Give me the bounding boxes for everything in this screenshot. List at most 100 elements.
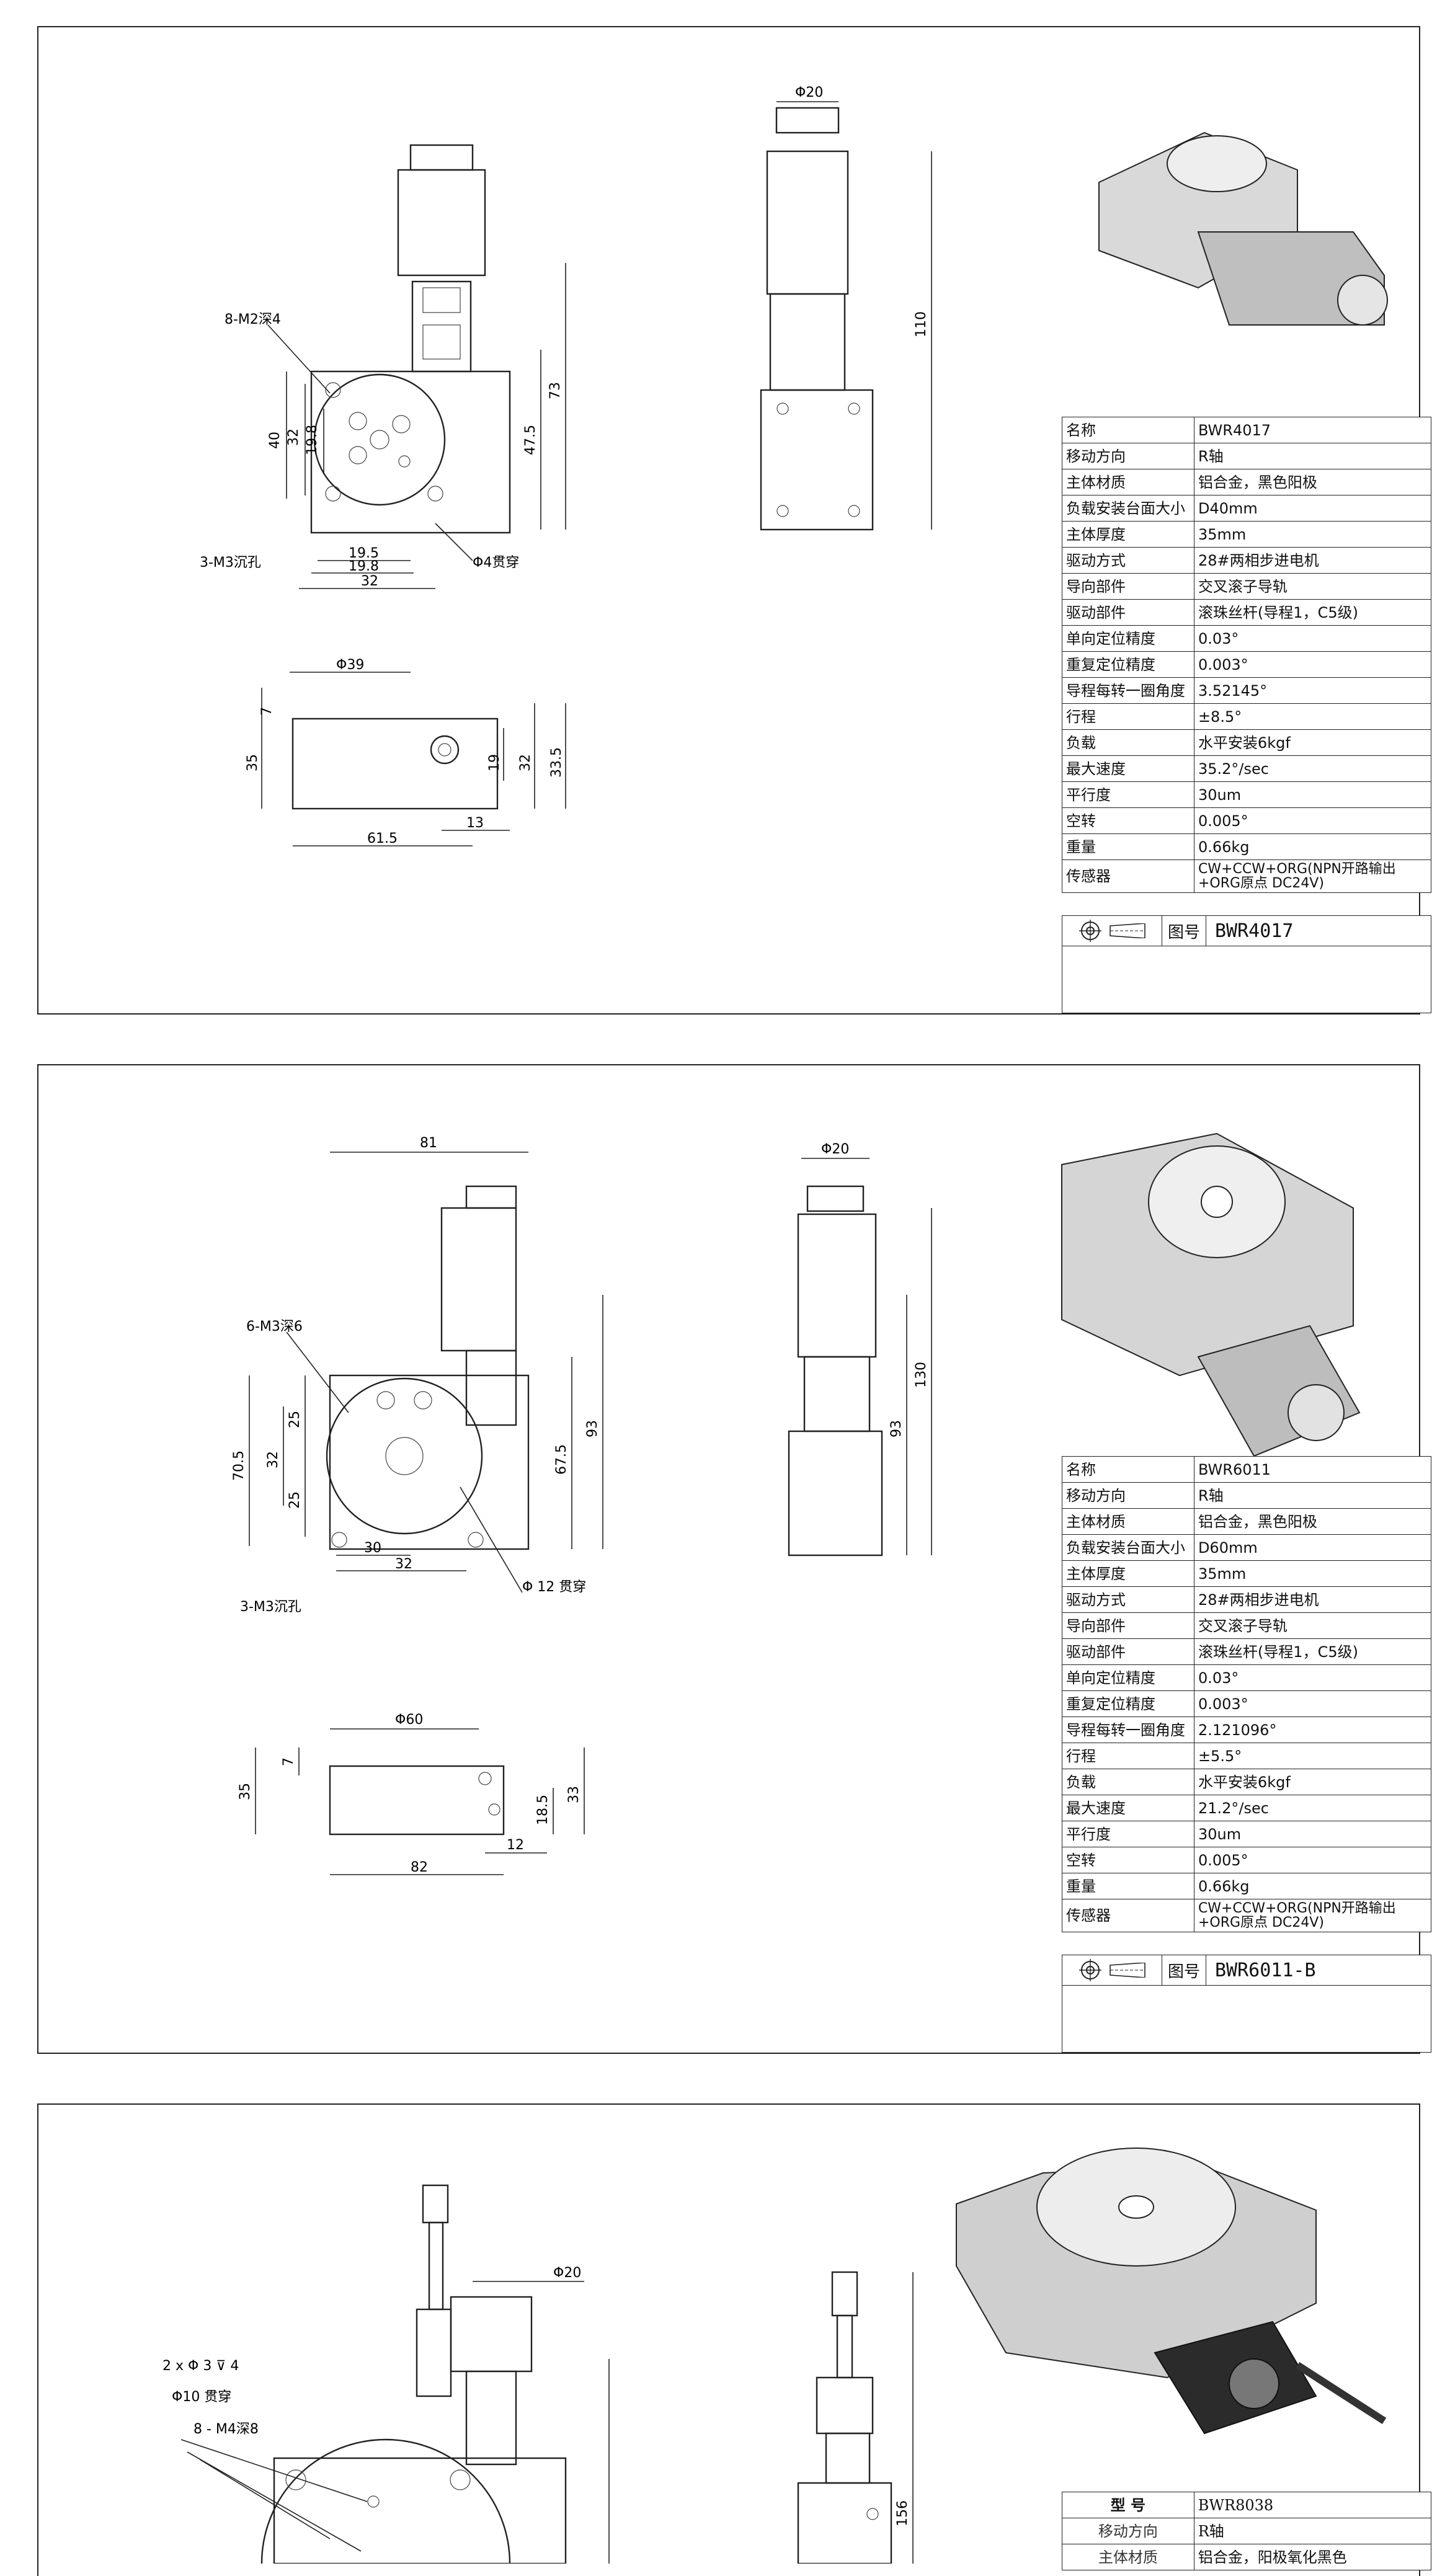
spec-value: D40mm [1193, 495, 1432, 522]
spec-value: 0.03° [1193, 1664, 1432, 1691]
drawing-number-label: 图号 [1162, 916, 1206, 946]
spec-value: 0.003° [1193, 1690, 1432, 1717]
bottom-view [255, 1728, 585, 1875]
spec-key: 重复定位精度 [1062, 1690, 1194, 1717]
spec-key: 最大速度 [1062, 755, 1194, 782]
dim-through: Φ4贯穿 [473, 555, 519, 571]
dim-33-5: 33.5 [549, 747, 564, 778]
spec-key: 导向部件 [1062, 1612, 1194, 1639]
spec-key: 型 号 [1062, 2492, 1194, 2518]
front-view [267, 144, 566, 589]
projection-symbol-icon [1062, 916, 1162, 946]
dim-holes: 2 x Φ 3 ⊽ 4 [162, 2358, 239, 2374]
dim-19-8b: 19.8 [349, 559, 379, 574]
spec-value: BWR8038 [1193, 2492, 1432, 2518]
spec-key: 移动方向 [1062, 1482, 1194, 1509]
dim-40: 40 [267, 432, 283, 449]
spec-key: 名称 [1062, 1456, 1194, 1483]
dim-81: 81 [420, 1135, 437, 1151]
spec-key: 行程 [1062, 1743, 1194, 1769]
spec-value: BWR6011 [1193, 1456, 1432, 1483]
spec-value: R轴 [1193, 1482, 1432, 1509]
spec-value: 0.003° [1193, 651, 1432, 678]
spec-value: 0.66kg [1193, 833, 1432, 860]
spec-key: 负载 [1062, 729, 1194, 756]
dim-7: 7 [281, 1757, 296, 1766]
dim-93b: 93 [889, 1420, 904, 1437]
spec-value: ±8.5° [1193, 703, 1432, 730]
dim-19: 19 [487, 754, 502, 771]
spec-key: 驱动方式 [1062, 1586, 1194, 1613]
spec-key: 重复定位精度 [1062, 651, 1194, 678]
drawing-sheet-2-views: 81 6-M3深6 70.5 32 25 25 30 32 3-M3沉孔 Φ 1… [231, 1132, 1361, 1875]
dim-7: 7 [259, 707, 275, 716]
spec-value: 铝合金，黑色阳极 [1193, 1508, 1432, 1535]
spec-value: 滚珠丝杆(导程1，C5级) [1193, 599, 1432, 626]
isometric-view [1061, 1132, 1361, 1457]
dim-top-phi: Φ20 [821, 1142, 849, 1157]
spec-value: 交叉滚子导轨 [1193, 573, 1432, 600]
dim-30: 30 [364, 1540, 381, 1556]
spec-value: 28#两相步进电机 [1193, 547, 1432, 574]
dim-through: Φ 12 贯穿 [522, 1579, 586, 1595]
isometric-view [956, 2147, 1387, 2435]
title-block-2: 图号 BWR6011-B [1062, 1955, 1431, 2053]
spec-key: 单向定位精度 [1062, 1664, 1194, 1691]
dim-156: 156 [895, 2500, 910, 2526]
spec-value: 水平安装6kgf [1193, 729, 1432, 756]
dim-25b: 25 [287, 1491, 303, 1509]
front-view [249, 1152, 603, 1593]
spec-value: CW+CCW+ORG(NPN开路输出+ORG原点 DC24V) [1193, 859, 1432, 893]
side-view [797, 2271, 914, 2564]
spec-value: CW+CCW+ORG(NPN开路输出+ORG原点 DC24V) [1193, 1899, 1432, 1932]
spec-key: 移动方向 [1062, 443, 1194, 469]
dim-top-phi: Φ20 [795, 85, 823, 100]
spec-value: 30um [1193, 1821, 1432, 1847]
bottom-view [261, 672, 566, 846]
dim-19-8: 19.8 [305, 425, 320, 455]
spec-value: 35mm [1193, 521, 1432, 548]
spec-key: 行程 [1062, 703, 1194, 730]
spec-key: 负载安装台面大小 [1062, 1534, 1194, 1561]
spec-value: R轴 [1193, 443, 1432, 469]
spec-value: 21.2°/sec [1193, 1795, 1432, 1821]
dim-70-5: 70.5 [231, 1450, 247, 1481]
dim-110: 110 [914, 311, 929, 337]
dim-93: 93 [585, 1420, 600, 1437]
isometric-view [1098, 131, 1388, 326]
spec-key: 重量 [1062, 833, 1194, 860]
spec-value: 30um [1193, 781, 1432, 808]
dim-phi39: Φ39 [336, 657, 364, 673]
spec-value: 0.66kg [1193, 1873, 1432, 1899]
spec-key: 空转 [1062, 1847, 1194, 1873]
spec-key: 主体材质 [1062, 1508, 1194, 1535]
spec-key: 单向定位精度 [1062, 625, 1194, 652]
dim-35: 35 [238, 1783, 253, 1800]
spec-key: 空转 [1062, 807, 1194, 834]
spec-key: 负载 [1062, 1769, 1194, 1795]
spec-key: 主体材质 [1062, 469, 1194, 495]
spec-value: 滚珠丝杆(导程1，C5级) [1193, 1638, 1432, 1665]
dim-thread-label: 6-M3深6 [246, 1319, 303, 1335]
spec-value: 2.121096° [1193, 1717, 1432, 1743]
dim-32c: 32 [518, 754, 533, 771]
spec-key: 名称 [1062, 417, 1194, 443]
dim-33: 33 [566, 1786, 582, 1803]
dim-47-5: 47.5 [523, 425, 538, 455]
dim-thread-label: 8 - M4深8 [193, 2422, 259, 2437]
spec-key: 主体厚度 [1062, 521, 1194, 548]
dim-thread-label: 8-M2深4 [225, 312, 281, 327]
spec-value: 0.005° [1193, 1847, 1432, 1873]
dim-counterbore: 3-M3沉孔 [240, 1599, 301, 1615]
spec-value: D60mm [1193, 1534, 1432, 1561]
spec-key: 主体材质 [1062, 2544, 1194, 2570]
spec-key: 导程每转一圈角度 [1062, 1717, 1194, 1743]
spec-key: 重量 [1062, 1873, 1194, 1899]
dim-phi60: Φ60 [395, 1712, 423, 1728]
spec-key: 驱动部件 [1062, 1638, 1194, 1665]
spec-key: 移动方向 [1062, 2518, 1194, 2544]
spec-value: 铝合金，黑色阳极 [1193, 469, 1432, 495]
